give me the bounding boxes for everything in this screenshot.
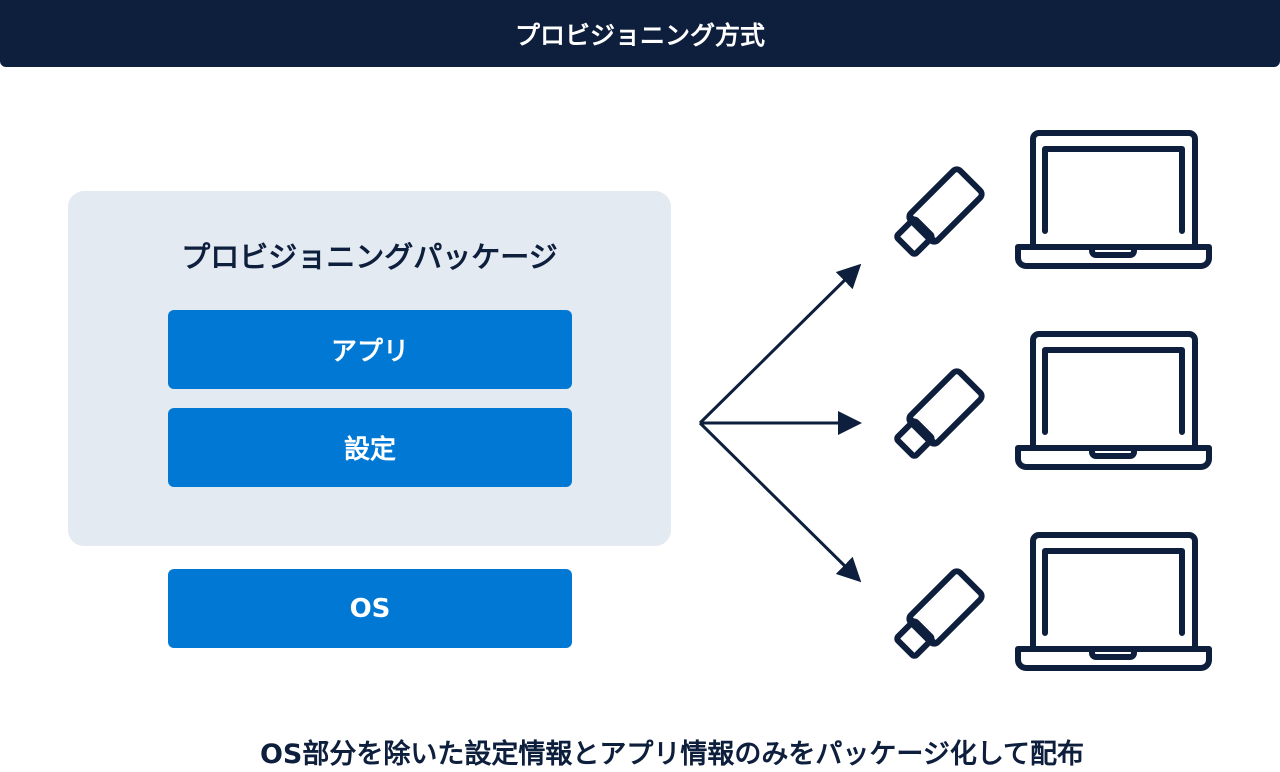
header-bar: プロビジョニング方式 <box>0 0 1280 67</box>
caption: OS部分を除いた設定情報とアプリ情報のみをパッケージ化して配布 <box>259 739 1085 770</box>
app-label: アプリ <box>330 337 409 367</box>
arrow-top <box>698 263 862 425</box>
app-block: アプリ <box>168 310 572 389</box>
usb-drive-icon <box>892 167 984 259</box>
header-title: プロビジョニング方式 <box>514 20 765 50</box>
settings-label: 設定 <box>343 435 396 465</box>
laptop-icon <box>1018 334 1209 467</box>
usb-drive-icon <box>892 569 984 661</box>
arrow-bottom <box>698 421 862 583</box>
laptop-icon <box>1018 535 1209 668</box>
settings-block: 設定 <box>168 408 572 487</box>
package-title: プロビジョニングパッケージ <box>181 240 558 274</box>
os-block: OS <box>168 569 572 648</box>
laptop-icon <box>1018 133 1209 266</box>
os-label: OS <box>349 593 391 624</box>
usb-drive-icon <box>892 369 984 461</box>
